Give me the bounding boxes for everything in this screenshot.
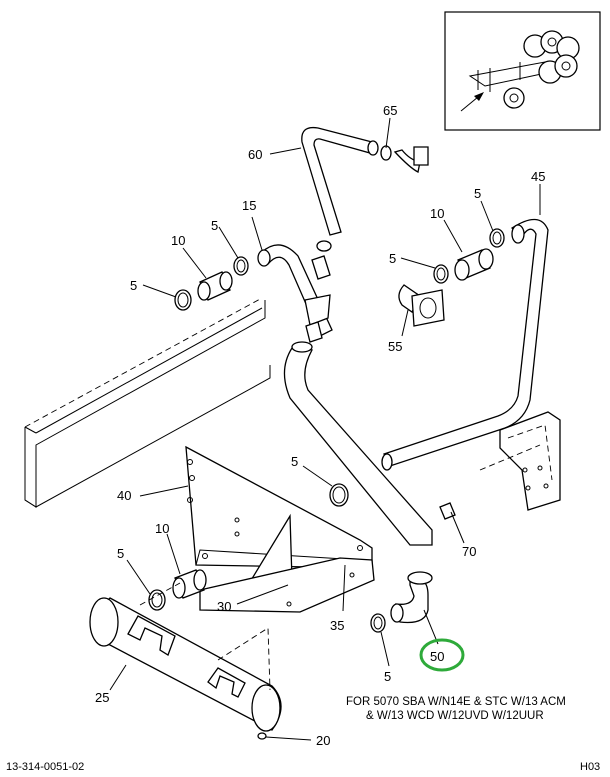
- callout-55: 55: [388, 339, 402, 354]
- callout-70: 70: [462, 544, 476, 559]
- coupler-upper: [197, 271, 233, 301]
- callout-5-bottom: 5: [384, 669, 391, 684]
- callout-labels: 60 65 15 5 10 5 45 5 10 5 55 5 40 10 5 3…: [95, 103, 545, 748]
- cylinder-25: [89, 582, 282, 740]
- clamp-lower-left: [148, 589, 166, 611]
- highlight-ring: [419, 638, 465, 672]
- clamp-mid: [329, 483, 349, 507]
- callout-60: 60: [248, 147, 262, 162]
- callout-10-right: 10: [430, 206, 444, 221]
- elbow-55: [398, 284, 445, 327]
- callout-5-mid: 5: [291, 454, 298, 469]
- callout-30: 30: [217, 599, 231, 614]
- tube-60: [301, 126, 429, 236]
- clamp-upper: [233, 256, 249, 276]
- clamp-left: [174, 289, 192, 311]
- callout-15: 15: [242, 198, 256, 213]
- inset-locator: [444, 11, 601, 131]
- bracket-40: [185, 445, 373, 569]
- callout-20: 20: [316, 733, 330, 748]
- applicability-note-line2: & W/13 WCD W/12UVD W/12UUR: [366, 710, 544, 722]
- callout-50: 50: [430, 649, 444, 664]
- callout-5-left: 5: [130, 278, 137, 293]
- coupler-right: [454, 248, 494, 281]
- callout-5-top: 5: [211, 218, 218, 233]
- joint-small: [305, 240, 332, 343]
- callout-10-top: 10: [171, 233, 185, 248]
- elbow-50: [390, 571, 433, 624]
- coupler-lower: [172, 569, 207, 599]
- applicability-note-line1: FOR 5070 SBA W/N14E & STC W/13 ACM: [346, 696, 566, 708]
- callout-25: 25: [95, 690, 109, 705]
- leader-lines: [109, 117, 541, 741]
- clamp-bottom: [370, 613, 386, 633]
- callout-65: 65: [383, 103, 397, 118]
- drawing-number: 13-314-0051-02: [6, 761, 84, 773]
- tube-45: [381, 218, 549, 471]
- callout-5-low: 5: [117, 546, 124, 561]
- clamp-right-lower: [433, 264, 449, 284]
- clamp-right-upper: [489, 228, 505, 248]
- down-tube: [283, 341, 433, 546]
- sheet-code: H03: [580, 761, 600, 773]
- callout-40: 40: [117, 488, 131, 503]
- frame-bracket-right: [479, 411, 561, 511]
- callout-5-right2: 5: [389, 251, 396, 266]
- callout-10-low: 10: [155, 521, 169, 536]
- callout-45: 45: [531, 169, 545, 184]
- fitting-70: [439, 502, 456, 520]
- frame-rail: [24, 297, 271, 508]
- callout-5-right: 5: [474, 186, 481, 201]
- callout-35: 35: [330, 618, 344, 633]
